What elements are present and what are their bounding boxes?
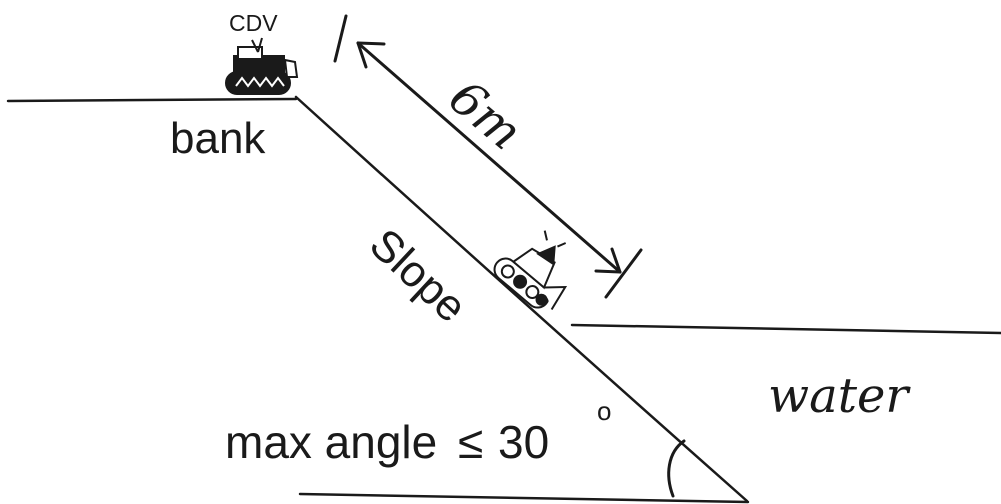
max-angle-text: max angle [225, 416, 437, 468]
angle-symbol: ≤ [458, 416, 483, 468]
slope-line [294, 95, 749, 503]
vehicle-on-slope-icon [493, 230, 568, 311]
arrow-tick-top [333, 14, 348, 63]
cdv-vehicle-icon [225, 37, 299, 95]
angle-value: 30 [498, 416, 549, 468]
bottom-ground-line [298, 492, 750, 504]
svg-text:max angle ≤ 30: max angle ≤ 30 [225, 416, 549, 468]
water-surface-line [570, 323, 1001, 335]
cdv-label: CDV [229, 10, 278, 36]
distance-dimension-arrow [333, 14, 643, 299]
distance-label: 6m [438, 69, 532, 161]
arrowhead-bottom [594, 247, 622, 274]
angle-arc [667, 439, 686, 498]
max-angle-label: max angle ≤ 30 o [225, 396, 611, 468]
arrowhead-top [356, 41, 386, 69]
slope-label: Slope [360, 219, 476, 332]
bank-ground-line [6, 97, 298, 103]
bank-label: bank [170, 114, 266, 163]
degree-mark: o [597, 396, 611, 426]
arrow-tick-bottom [604, 248, 643, 299]
water-label: water [768, 368, 911, 424]
